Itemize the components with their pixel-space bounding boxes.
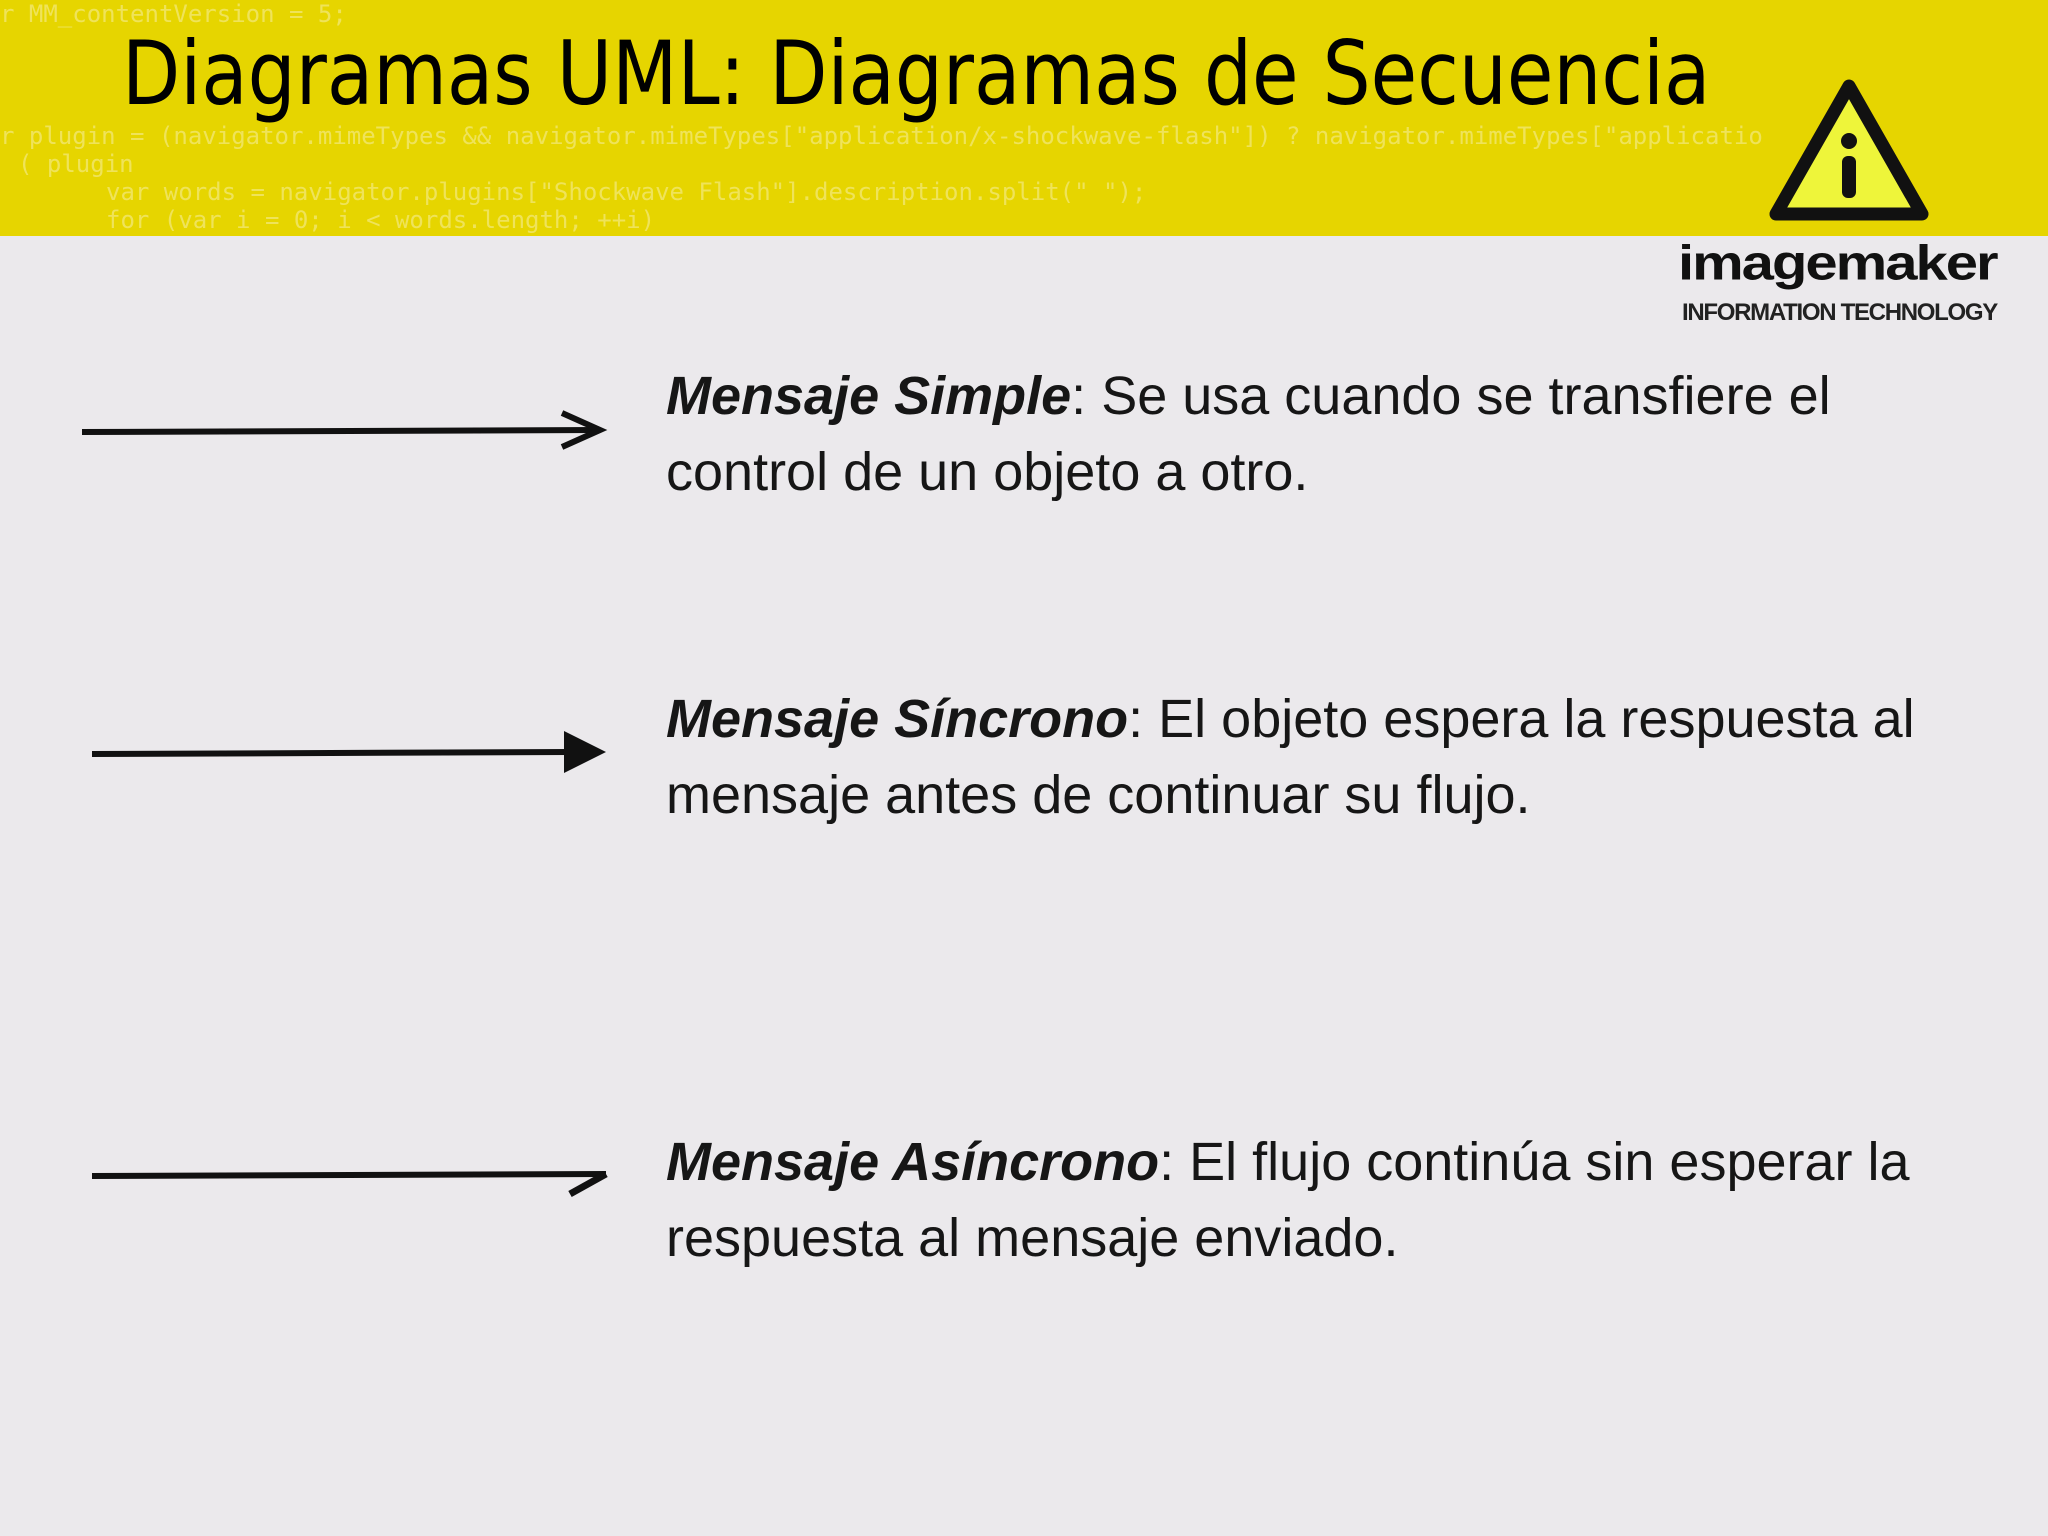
half-arrow-icon	[91, 1170, 608, 1198]
logo-tagline: INFORMATION TECHNOLOGY	[1682, 299, 1998, 326]
warning-info-triangle-icon	[1769, 79, 1929, 221]
message-description: Mensaje Síncrono: El objeto espera la re…	[666, 689, 1915, 825]
message-term: Mensaje Asíncrono	[666, 1132, 1160, 1192]
open-arrow-icon	[81, 410, 608, 450]
background-code-line: var words = navigator.plugins["Shockwave…	[106, 178, 1147, 206]
message-description: Mensaje Simple: Se usa cuando se transfi…	[666, 366, 1831, 502]
title-band: r MM_contentVersion = 5; Diagramas UML: …	[0, 0, 2048, 236]
page-title: Diagramas UML: Diagramas de Secuencia	[122, 22, 1711, 125]
message-term: Mensaje Síncrono	[666, 689, 1129, 749]
message-term: Mensaje Simple	[666, 366, 1072, 426]
background-code-line: r MM_contentVersion = 5;	[0, 0, 347, 28]
message-description: Mensaje Asíncrono: El flujo continúa sin…	[666, 1132, 1910, 1268]
background-code-line: for (var i = 0; i < words.length; ++i)	[106, 206, 656, 234]
message-text: El objeto espera la respuesta al mensaje…	[666, 689, 1915, 825]
filled-arrow-icon	[91, 731, 606, 773]
message-text: Se usa cuando se transfiere el control d…	[666, 366, 1831, 502]
background-code-line: r plugin = (navigator.mimeTypes && navig…	[0, 122, 1763, 150]
logo-name: imagemaker	[1678, 235, 1999, 291]
message-text: El flujo continúa sin esperar la respues…	[666, 1132, 1910, 1268]
background-code-line: ( plugin	[18, 150, 134, 178]
